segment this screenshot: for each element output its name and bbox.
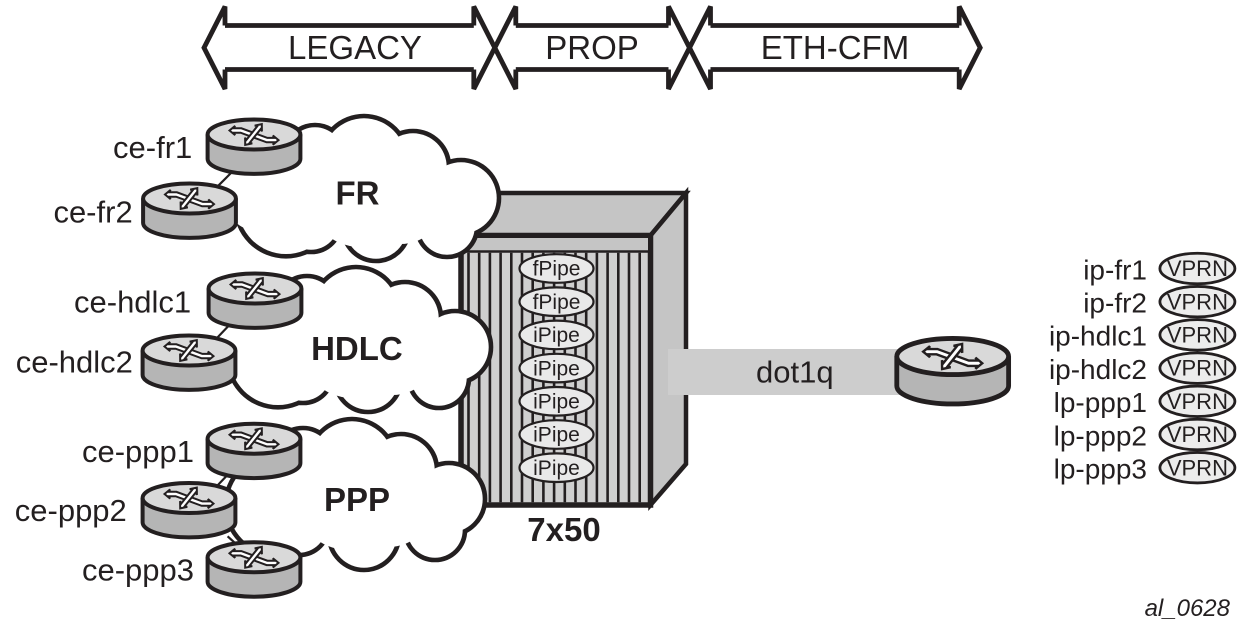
svg-text:VPRN: VPRN <box>1167 422 1228 447</box>
svg-text:FR: FR <box>336 174 380 211</box>
svg-text:ce-ppp1: ce-ppp1 <box>82 434 194 469</box>
svg-text:ce-hdlc1: ce-hdlc1 <box>74 284 191 319</box>
svg-text:ce-ppp3: ce-ppp3 <box>82 553 194 588</box>
svg-text:lp-ppp3: lp-ppp3 <box>1054 454 1147 485</box>
svg-text:dot1q: dot1q <box>756 355 834 390</box>
svg-text:VPRN: VPRN <box>1167 389 1228 414</box>
svg-text:VPRN: VPRN <box>1167 256 1228 281</box>
svg-text:HDLC: HDLC <box>311 330 403 367</box>
svg-text:iPipe: iPipe <box>533 357 580 380</box>
svg-text:VPRN: VPRN <box>1167 356 1228 381</box>
svg-text:iPipe: iPipe <box>533 457 580 480</box>
svg-text:VPRN: VPRN <box>1167 289 1228 314</box>
svg-text:al_0628: al_0628 <box>1145 595 1231 622</box>
svg-text:PPP: PPP <box>324 481 390 518</box>
svg-text:VPRN: VPRN <box>1167 455 1228 480</box>
svg-text:ce-fr2: ce-fr2 <box>53 194 132 229</box>
svg-text:iPipe: iPipe <box>533 324 580 347</box>
svg-text:ETH-CFM: ETH-CFM <box>761 29 909 66</box>
svg-text:lp-ppp2: lp-ppp2 <box>1054 420 1147 451</box>
svg-text:ip-hdlc2: ip-hdlc2 <box>1049 354 1147 385</box>
svg-text:iPipe: iPipe <box>533 391 580 414</box>
svg-text:7x50: 7x50 <box>527 511 600 548</box>
svg-text:ip-hdlc1: ip-hdlc1 <box>1049 321 1147 352</box>
svg-text:ip-fr2: ip-fr2 <box>1083 288 1147 319</box>
svg-text:PROP: PROP <box>545 29 639 66</box>
svg-text:fPipe: fPipe <box>533 258 581 281</box>
svg-text:ce-hdlc2: ce-hdlc2 <box>16 344 133 379</box>
svg-text:VPRN: VPRN <box>1167 323 1228 348</box>
svg-text:ce-ppp2: ce-ppp2 <box>15 493 127 528</box>
svg-text:ip-fr1: ip-fr1 <box>1083 254 1147 285</box>
svg-text:LEGACY: LEGACY <box>288 29 422 66</box>
svg-text:ce-fr1: ce-fr1 <box>113 130 192 165</box>
svg-text:lp-ppp1: lp-ppp1 <box>1054 387 1147 418</box>
svg-text:iPipe: iPipe <box>533 424 580 447</box>
svg-text:fPipe: fPipe <box>533 291 581 314</box>
